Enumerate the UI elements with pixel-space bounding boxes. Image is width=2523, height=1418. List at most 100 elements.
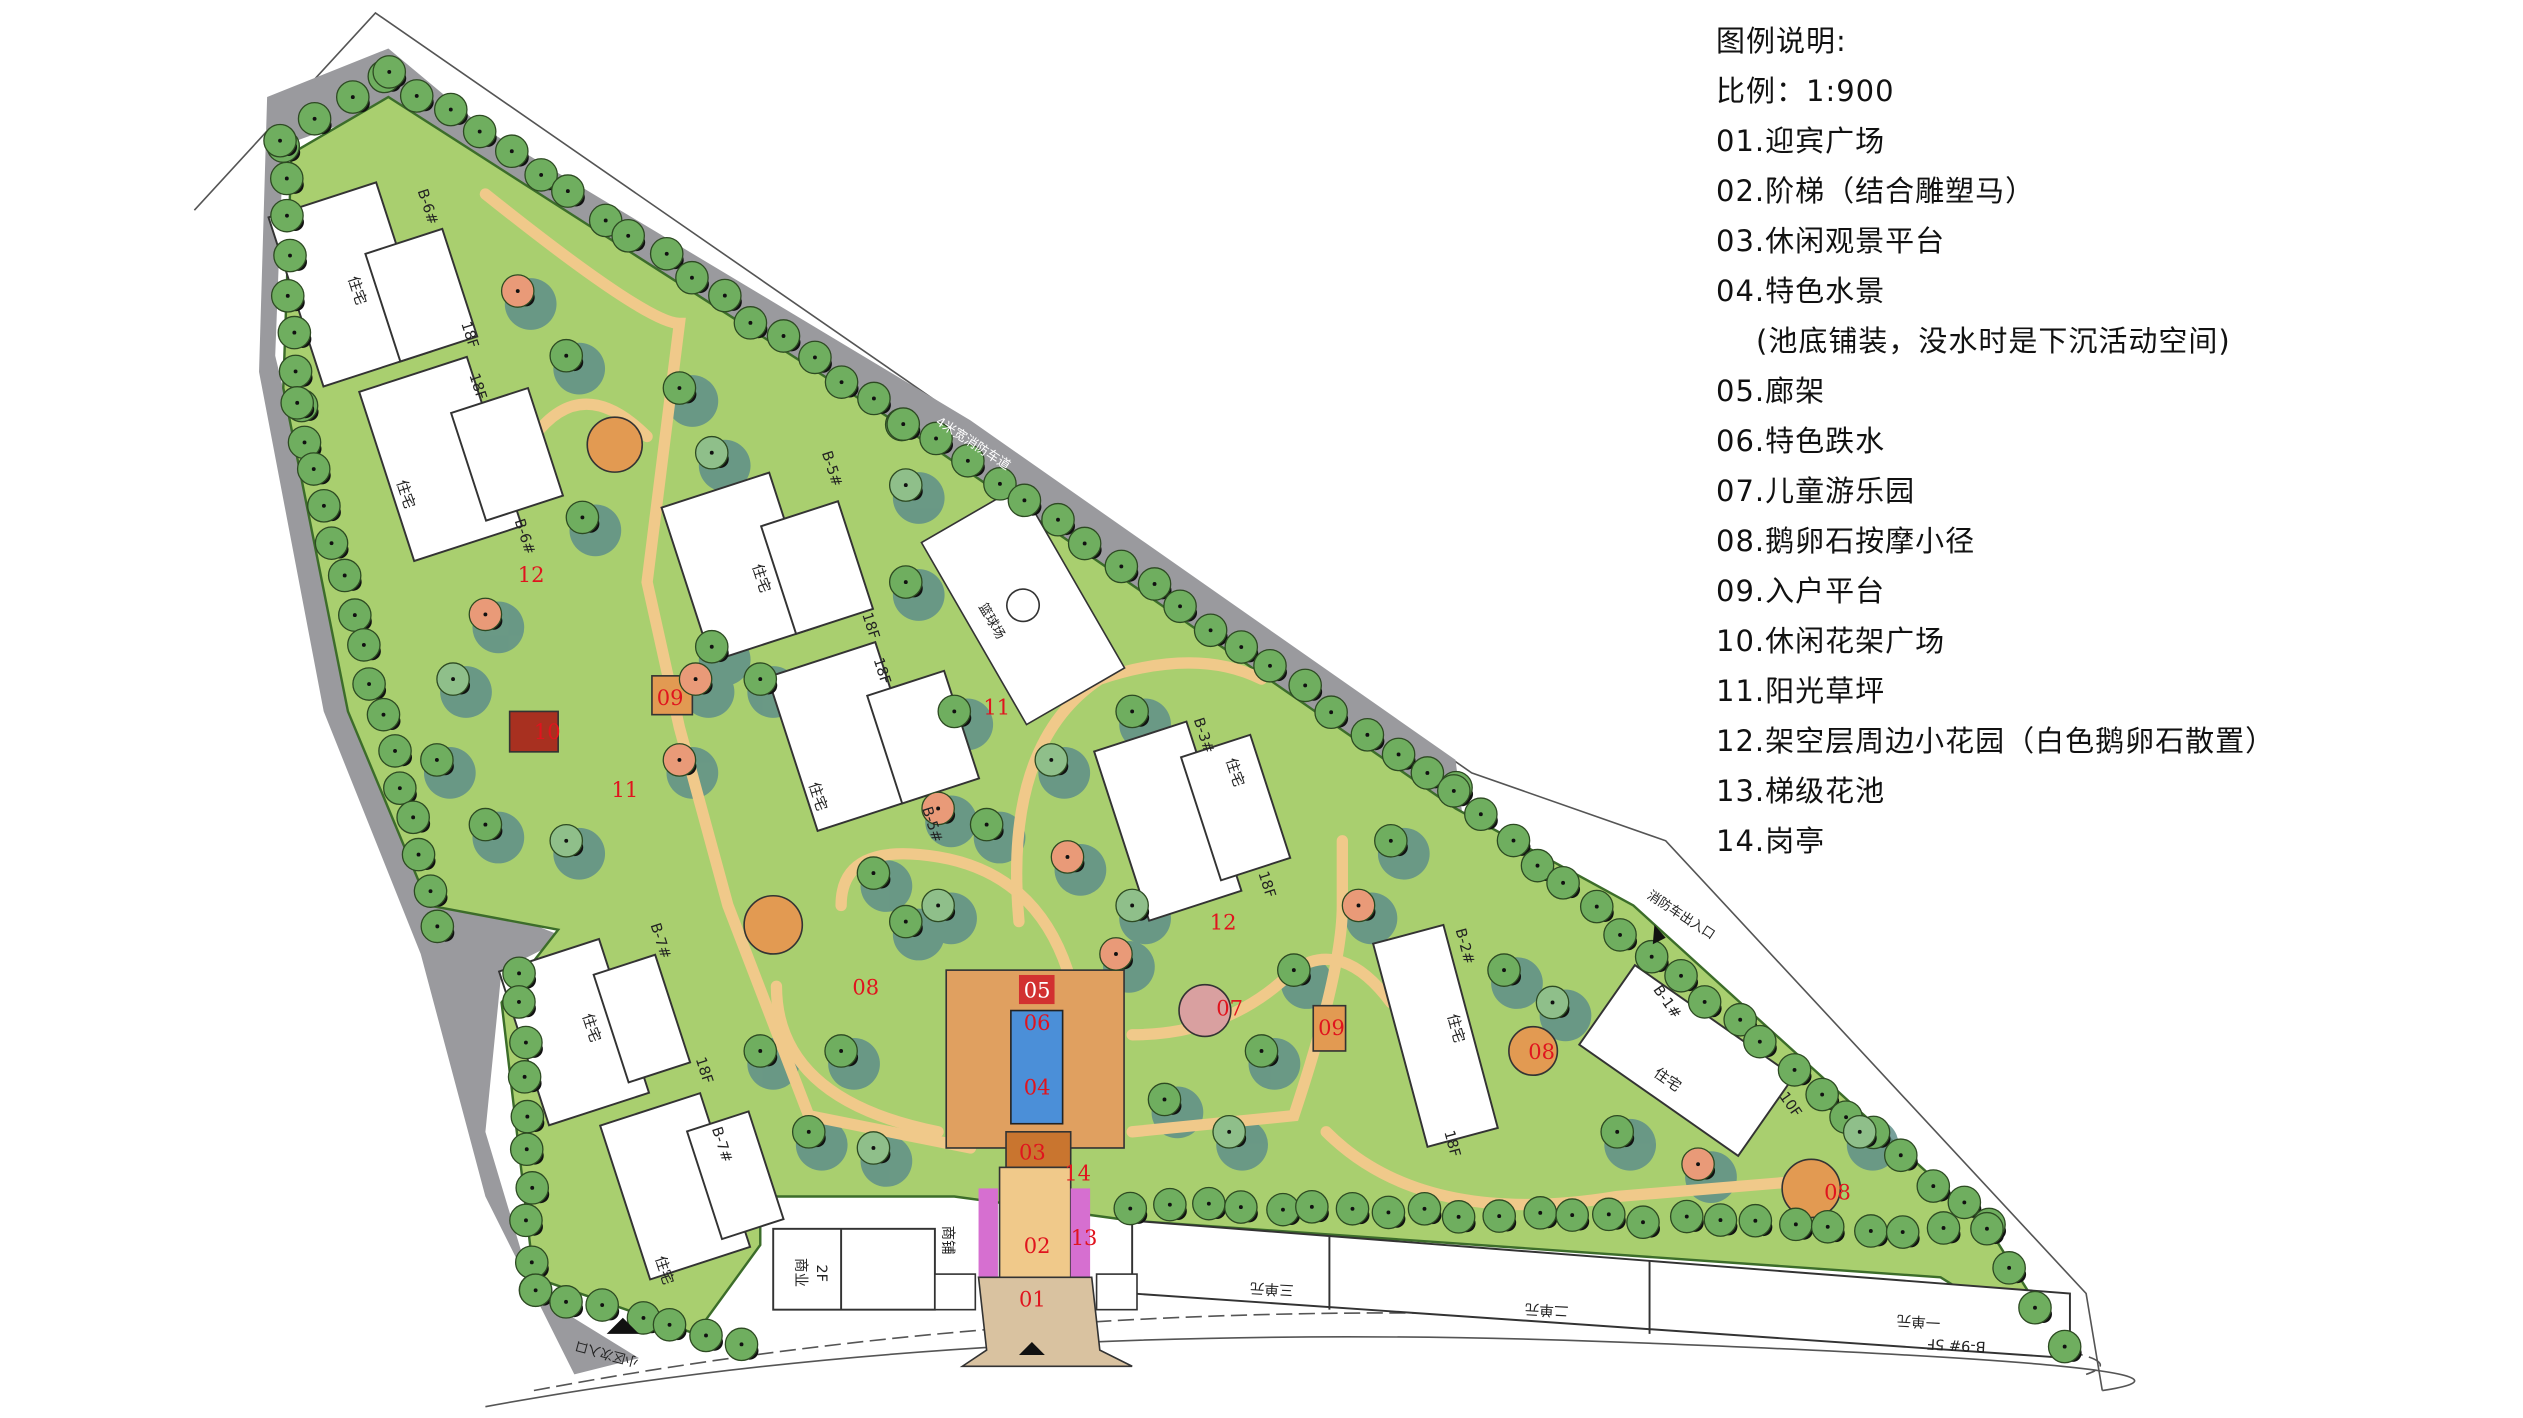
- tree-icon: [839, 380, 844, 385]
- tree-icon: [2033, 1305, 2037, 1310]
- tree-icon: [428, 889, 433, 894]
- tree-icon: [1718, 1218, 1723, 1223]
- legend-item: 08.鹅卵石按摩小径: [1716, 524, 1976, 558]
- label-13: 13: [1071, 1225, 1098, 1250]
- legend-item: 11.阳光草坪: [1716, 674, 1886, 708]
- tree-icon: [1497, 1214, 1502, 1219]
- tree-icon: [758, 677, 763, 682]
- tree-icon: [517, 971, 521, 976]
- building-label: 三单元: [1250, 1279, 1294, 1298]
- tree-icon: [1303, 683, 1308, 688]
- tree-icon: [1618, 932, 1622, 937]
- tree-icon: [1898, 1153, 1903, 1158]
- tree-icon: [1550, 1000, 1555, 1005]
- tree-icon: [1329, 710, 1334, 715]
- tree-icon: [1535, 863, 1540, 868]
- tree-icon: [641, 1315, 646, 1320]
- tree-icon: [352, 613, 357, 618]
- building-label: 18F: [1440, 1128, 1463, 1158]
- legend-item: 01.迎宾广场: [1716, 124, 1886, 158]
- tree-icon: [285, 213, 289, 218]
- trees: [263, 55, 2082, 1364]
- label-12: 12: [518, 562, 545, 587]
- tree-icon: [677, 757, 682, 762]
- tree-icon: [1702, 999, 1707, 1004]
- label-11: 11: [983, 695, 1010, 720]
- tree-icon: [293, 369, 298, 374]
- tree-icon: [664, 251, 669, 256]
- tree-icon: [1900, 1230, 1905, 1234]
- tree-icon: [748, 320, 753, 325]
- tree-icon: [603, 218, 608, 223]
- tree-icon: [525, 1114, 530, 1119]
- tree-icon: [342, 573, 347, 578]
- tree-icon: [1825, 1224, 1830, 1229]
- tree-icon: [901, 422, 906, 427]
- tree-icon: [524, 1218, 528, 1223]
- tree-icon: [288, 253, 292, 258]
- tree-icon: [517, 999, 521, 1004]
- tree-icon: [1206, 1201, 1211, 1206]
- tree-icon: [1065, 855, 1070, 859]
- building-label: 一单元: [1896, 1311, 1940, 1330]
- tree-icon: [936, 806, 941, 811]
- tree-icon: [626, 233, 631, 238]
- tree-icon: [997, 481, 1002, 486]
- tree-icon: [1538, 1210, 1543, 1215]
- label-11: 11: [612, 777, 639, 802]
- tree-icon: [1119, 564, 1124, 569]
- tree-icon: [1259, 1049, 1264, 1053]
- legend-item: 12.架空层周边小花园（白色鹅卵石散置）: [1716, 724, 2276, 758]
- building-label: 住宅: [1444, 1012, 1468, 1045]
- tree-icon: [523, 1040, 528, 1045]
- label-05: 05: [1024, 978, 1051, 1003]
- tree-icon: [1456, 1214, 1461, 1219]
- tree-icon: [393, 748, 397, 753]
- tree-icon: [1451, 788, 1456, 793]
- tree-icon: [2007, 1265, 2012, 1270]
- basketball-court: [920, 484, 1126, 726]
- tree-icon: [1793, 1222, 1798, 1227]
- label-02: 02: [1024, 1233, 1051, 1258]
- label-07: 07: [1216, 995, 1243, 1020]
- tree-icon: [292, 330, 297, 335]
- tree-icon: [1594, 904, 1599, 909]
- tree-icon: [936, 903, 941, 908]
- tree-icon: [1561, 880, 1566, 885]
- legend-item: 04.特色水景: [1716, 274, 1886, 308]
- tree-icon: [564, 838, 569, 843]
- tree-icon: [1167, 1202, 1172, 1207]
- legend: 图例说明: 比例：1:900 01.迎宾广场 02.阶梯（结合雕塑马） 03.休…: [1716, 16, 2275, 866]
- tree-icon: [984, 822, 989, 827]
- tree-icon: [704, 1333, 708, 1338]
- tree-icon: [1082, 541, 1087, 546]
- legend-item: 10.休闲花架广场: [1716, 624, 1946, 658]
- tree-icon: [709, 450, 714, 455]
- entrance-plaza: [959, 1276, 1133, 1368]
- label-06: 06: [1024, 1010, 1051, 1035]
- tree-icon: [1128, 1206, 1133, 1211]
- tree-icon: [1152, 582, 1157, 586]
- tree-icon: [477, 129, 482, 134]
- tree-icon: [1022, 498, 1027, 503]
- legend-scale: 比例：1:900: [1716, 74, 1895, 108]
- tree-icon: [709, 644, 714, 649]
- tree-icon: [2062, 1344, 2067, 1349]
- tree-icon: [1162, 1097, 1167, 1102]
- label-09: 09: [657, 685, 684, 710]
- tree-icon: [411, 815, 416, 820]
- tree-icon: [564, 1299, 568, 1304]
- label-08: 08: [852, 974, 879, 999]
- tree-icon: [530, 1185, 535, 1190]
- tree-icon: [1502, 968, 1506, 973]
- tree-icon: [600, 1303, 605, 1307]
- tree-icon: [295, 400, 300, 405]
- tree-icon: [278, 138, 282, 143]
- tree-icon: [871, 1146, 876, 1150]
- label-10: 10: [534, 719, 561, 744]
- label-14: 14: [1064, 1160, 1091, 1185]
- legend-item: 07.儿童游乐园: [1716, 474, 1916, 508]
- tree-icon: [1208, 628, 1213, 633]
- tree-icon: [1130, 903, 1135, 908]
- tree-icon: [564, 353, 569, 358]
